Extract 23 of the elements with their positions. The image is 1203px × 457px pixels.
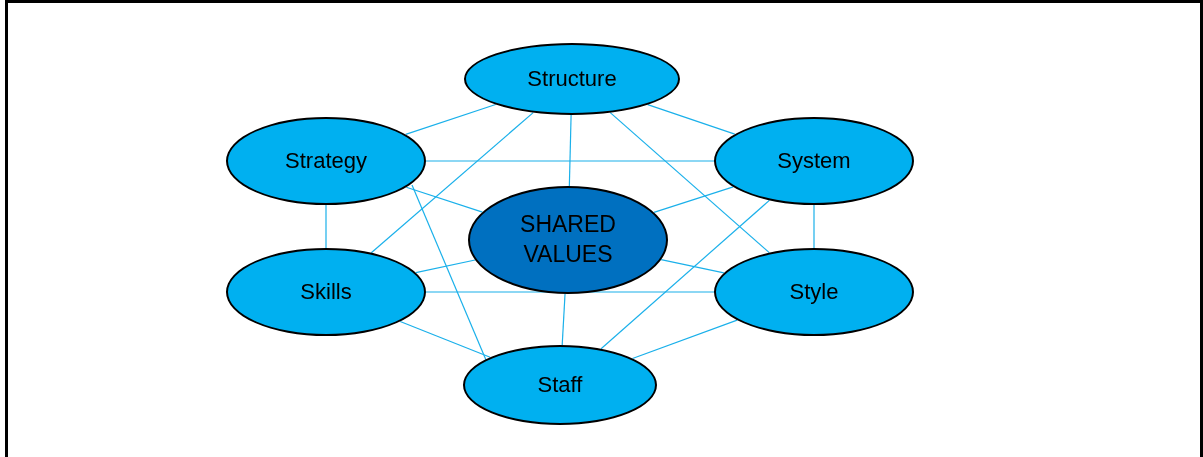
connector-line [325, 204, 327, 249]
connector-line [568, 114, 572, 187]
node-label: System [777, 146, 851, 175]
connector-line [405, 103, 497, 136]
connector-line [411, 184, 487, 361]
connector-line [370, 112, 534, 254]
connector-line [415, 259, 476, 274]
node-label: Style [789, 277, 839, 306]
connector-line [399, 320, 491, 358]
connector-line [405, 186, 484, 213]
connector-line [425, 160, 715, 162]
node-label: SHARED VALUES [519, 210, 617, 269]
node-label: Skills [300, 277, 352, 306]
node-label: Strategy [285, 146, 367, 175]
connector-line [561, 293, 566, 346]
connector-line [653, 186, 734, 213]
node-label: Staff [537, 370, 583, 399]
connector-line [647, 104, 736, 135]
connector-line [609, 112, 770, 254]
node-label: Structure [527, 64, 617, 93]
connector-line [631, 319, 738, 360]
connector-line [660, 259, 725, 274]
connector-line [813, 204, 815, 249]
